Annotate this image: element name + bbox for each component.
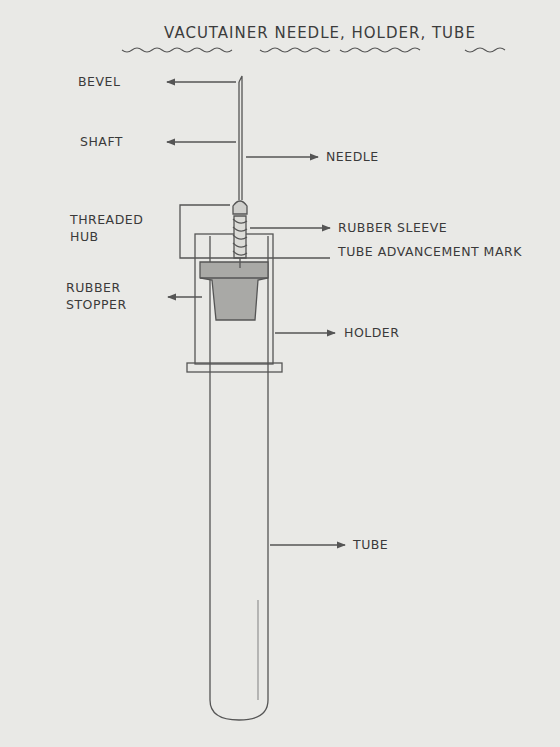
part-label: TUBE (353, 537, 473, 554)
part-label: RUBBER SLEEVE (338, 220, 538, 237)
screw-thread (233, 235, 247, 239)
part-label: BEVEL (78, 74, 168, 91)
screw-thread (233, 227, 247, 231)
part-label: THREADED HUB (70, 212, 170, 246)
part-label: HOLDER (344, 325, 494, 342)
screw-thread (233, 243, 247, 247)
part-label: NEEDLE (326, 149, 446, 166)
part-label: SHAFT (80, 134, 170, 151)
part-label: RUBBER STOPPER (66, 280, 166, 314)
screw-thread (233, 219, 247, 223)
screw-thread (233, 251, 247, 255)
diagram-title: VACUTAINER NEEDLE, HOLDER, TUBE (110, 24, 530, 42)
part-label: TUBE ADVANCEMENT MARK (338, 244, 538, 261)
